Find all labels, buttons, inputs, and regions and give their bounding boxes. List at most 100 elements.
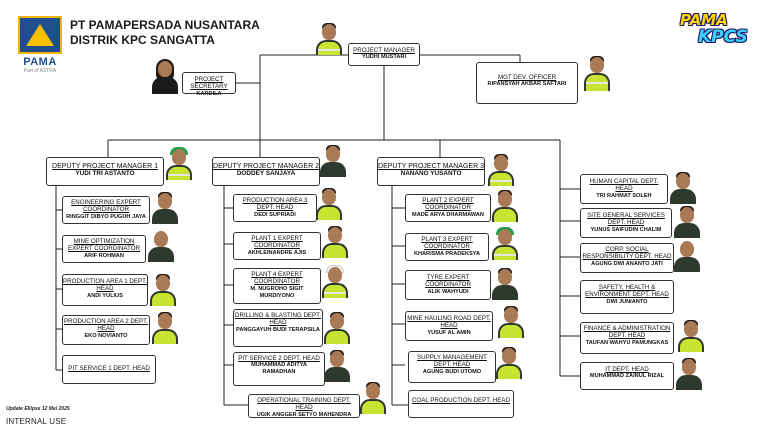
dpm3-item-1: PLANT 2 EXPERT COORDINATOR MADE ARYA DHA… [405,194,491,222]
dpm3-item-3: TYRE EXPERT COORDINATOR ALIK WAHYUDI [405,270,491,300]
avatar-dpm3-item-5 [494,345,524,379]
dpm1-name: YUDI TRI ASTANTO [75,170,135,178]
avatar-dpm2-item-6 [358,380,388,414]
avatar-support-2 [672,204,702,238]
avatar-support-5 [676,318,706,352]
pm-name: YUDHI MUSTARI [361,54,407,61]
dpm3-box: DEPUTY PROJECT MANAGER 3 NANANG YUSANTO [377,157,485,186]
support-item-6: IT DEPT. HEAD MUHAMMAD ZAINUL RIZAL [580,362,674,390]
avatar-pm [314,21,344,55]
item-title: IT DEPT. HEAD [605,366,649,373]
item-name: AKHLEINANDRE AJIS [247,249,307,256]
avatar-dpm3-item-2 [490,226,520,260]
item-name: TRI RAHMAT SOLEH [596,192,652,199]
avatar-dpm3-item-4 [496,304,526,338]
company-line-1: PT PAMAPERSADA NUSANTARA [70,18,260,32]
dpm2-item-1: PRODUCTION AREA 3 DEPT. HEAD DEDI SUPRIA… [233,194,317,222]
avatar-dpm3 [486,152,516,186]
item-title: FINANCE & ADMINISTRATION DEPT. HEAD [583,325,671,340]
dpm1-item-4: PRODUCTION AREA 2 DEPT. HEAD EKO NOVIANT… [62,315,150,345]
item-name: PANGGAYUH BUDI TERAPSILA [236,326,320,333]
item-name: MUHAMMAD ZAINUL RIZAL [589,373,665,380]
dpm2-box: DEPUTY PROJECT MANAGER 2 DODDEY SANJAYA [212,157,320,186]
classification-label: INTERNAL USE [6,417,67,426]
item-title: PIT SERVICE 2 DEPT. HEAD [238,355,320,362]
item-title: OPERATIONAL TRAINING DEPT. HEAD [257,397,351,412]
dpm1-item-3: PRODUCTION AREA 1 DEPT. HEAD ANDI YULIUS [62,274,148,306]
avatar-dpm2-item-4 [322,310,352,344]
item-title: HUMAN CAPITAL DEPT. HEAD [589,178,659,193]
pm-box: PROJECT MANAGER YUDHI MUSTARI [348,43,420,66]
secretary-box: PROJECT SECRETARY KARDILA [182,72,236,97]
avatar-secretary [150,58,184,94]
item-name: TAUFAN WAHYU PAMUNGKAS [585,339,669,346]
item-title: SUPPLY MANAGEMENT DEPT. HEAD [417,354,487,369]
pama-logo: PAMA Part of ASTRA [18,16,62,78]
item-name: DWI JUNIANTO [606,298,648,305]
item-title: PRODUCTION AREA 2 DEPT. HEAD [64,318,148,333]
mgt-dev-title: MGT DEV. OFFICER [497,74,557,81]
item-title: PLANT 1 EXPERT COORDINATOR [251,235,303,250]
support-item-4: SAFETY, HEALTH & ENVIRONMENT DEPT. HEAD … [580,280,674,314]
dpm2-item-3: PLANT 4 EXPERT COORDINATOR M. NUGROHO SI… [233,268,321,304]
avatar-dpm3-item-3 [490,266,520,300]
dpm3-item-4: MINE HAULING ROAD DEPT. HEAD YUSUF AL AM… [405,311,493,341]
item-name: M. NUGROHO SIGIT MURDIYONO [250,285,304,299]
dpm3-item-5: SUPPLY MANAGEMENT DEPT. HEAD AGUNG BUDI … [408,351,496,383]
dpm2-name: DODDEY SANJAYA [236,170,296,178]
item-title: TYRE EXPERT COORDINATOR [425,274,471,289]
item-title: PLANT 2 EXPERT COORDINATOR [422,197,474,212]
avatar-support-3 [672,238,702,272]
logo-subtext: Part of ASTRA [23,68,57,74]
item-name: ANDI YULIUS [87,292,123,299]
dpm1-item-1: ENGINEERING EXPERT COORDINATOR RINGGIT D… [62,196,150,224]
dpm2-item-4: DRILLING & BLASTING DEPT. HEAD PANGGAYUH… [233,309,323,347]
dpm3-item-2: PLANT 3 EXPERT COORDINATOR KHARISMA PRAD… [405,233,489,261]
item-title: COAL PRODUCTION DEPT. HEAD [411,397,511,404]
dpm3-title: DEPUTY PROJECT MANAGER 3 [378,163,484,170]
avatar-dpm1-item-3 [148,272,178,306]
avatar-dpm2-item-1 [314,186,344,220]
item-name: YUSUF AL AMIN [427,329,471,336]
pm-title: PROJECT MANAGER [353,47,415,54]
item-title: SITE GENERAL SERVICES DEPT. HEAD [587,212,665,227]
support-item-5: FINANCE & ADMINISTRATION DEPT. HEAD TAUF… [580,322,674,354]
item-name: MUHAMMAD ADITYA RAMADHAN [251,362,307,376]
badge-line-2: KPCS [698,27,748,47]
support-item-1: HUMAN CAPITAL DEPT. HEAD TRI RAHMAT SOLE… [580,174,668,204]
pama-logo-icon [18,16,62,54]
item-name: KHARISMA PRADEKSYA [413,250,481,257]
dpm1-item-5: PIT SERVICE 1 DEPT. HEAD [62,355,156,384]
item-name: MADE ARYA DHARMAWAN [412,211,484,218]
item-title: ENGINEERING EXPERT COORDINATOR [71,199,141,214]
dpm2-item-6: OPERATIONAL TRAINING DEPT. HEAD UGIK ANG… [248,394,360,418]
item-name: AGUNG DWI ANANTO JATI [591,260,663,267]
company-line-2: DISTRIK KPC SANGATTA [70,33,215,47]
item-title: DRILLING & BLASTING DEPT. HEAD [235,312,321,327]
dpm2-title: DEPUTY PROJECT MANAGER 2 [213,163,319,170]
badge-line-1: PAMA [680,11,728,29]
support-item-3: CORP. SOCIAL RESPONSIBILITY DEPT. HEAD A… [580,243,674,273]
item-name: EKO NOVIANTO [84,332,128,339]
avatar-mgt-dev [582,54,616,104]
avatar-dpm3-item-1 [490,188,520,222]
item-name: DEDI SUPRIADI [254,211,296,218]
item-title: PRODUCTION AREA 1 DEPT. HEAD [63,278,147,293]
secretary-title: PROJECT SECRETARY [190,76,228,91]
avatar-dpm1-item-4 [150,310,180,344]
dpm3-item-6: COAL PRODUCTION DEPT. HEAD [408,390,514,418]
pama-kpcs-badge: PAMA KPCS [680,12,754,58]
logo-text: PAMA [23,56,57,68]
item-name: ALIK WAHYUDI [427,288,469,295]
dpm1-title: DEPUTY PROJECT MANAGER 1 [52,163,158,170]
support-item-2: SITE GENERAL SERVICES DEPT. HEAD YUNUS S… [580,208,672,238]
item-name: YUNUS SAIFUDIN CHALIM [590,226,662,233]
dpm2-item-2: PLANT 1 EXPERT COORDINATOR AKHLEINANDRE … [233,232,321,260]
item-name: RINGGIT DIBYO PUGUH JAYA [66,213,146,220]
avatar-dpm1 [164,146,194,180]
item-name: ARIF ROHMAN [84,252,124,259]
mgt-dev-name: RIPANSYAH AKBAR SAFTARI [487,81,567,88]
item-title: CORP. SOCIAL RESPONSIBILITY DEPT. HEAD [582,246,672,261]
dpm3-name: NANANG YUSANTO [400,170,462,178]
